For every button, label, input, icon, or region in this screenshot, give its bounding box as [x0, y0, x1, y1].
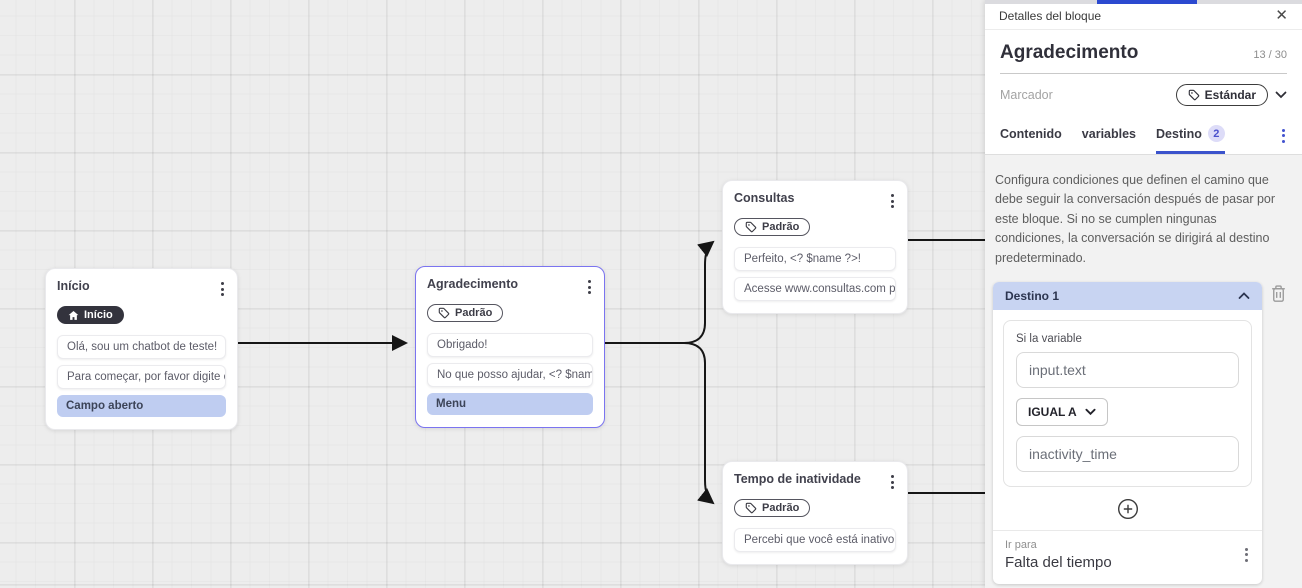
- node-menu-row[interactable]: Menu: [427, 393, 593, 415]
- destino-count-badge: 2: [1207, 125, 1225, 142]
- marker-label: Marcador: [1000, 88, 1053, 102]
- variable-input[interactable]: [1016, 351, 1239, 388]
- tab-destino[interactable]: Destino 2: [1156, 117, 1225, 154]
- node-message[interactable]: Obrigado!: [427, 333, 593, 357]
- node-title: Agradecimento: [427, 277, 518, 291]
- tag-icon: [745, 502, 757, 514]
- destination-description: Configura condiciones que definen el cam…: [995, 173, 1276, 265]
- delete-destination-button[interactable]: [1270, 282, 1290, 308]
- goto-row[interactable]: Ir para Falta del tiempo: [993, 531, 1262, 584]
- node-tempo-inatividade[interactable]: Tempo de inatividade Padrão Percebi que …: [722, 461, 908, 565]
- compare-value-input[interactable]: [1016, 435, 1239, 472]
- block-details-panel: Detalles del bloque ✕ Agradecimento 13 /…: [985, 0, 1302, 588]
- tab-contenido[interactable]: Contenido: [1000, 126, 1062, 141]
- node-agradecimento[interactable]: Agradecimento Padrão Obrigado! No que po…: [415, 266, 605, 428]
- close-icon[interactable]: ✕: [1275, 7, 1288, 24]
- chevron-up-icon[interactable]: [1238, 292, 1250, 300]
- trash-icon: [1272, 285, 1285, 302]
- block-name-field[interactable]: Agradecimento: [1000, 42, 1139, 63]
- condition-card: Si la variable IGUAL A: [1003, 319, 1252, 487]
- chevron-down-icon[interactable]: [1275, 91, 1287, 99]
- goto-kebab-icon[interactable]: [1243, 545, 1250, 565]
- scroll-thumb[interactable]: [1097, 0, 1197, 4]
- kebab-icon[interactable]: [889, 472, 896, 492]
- node-type-badge: Padrão: [734, 499, 811, 517]
- node-message[interactable]: Percebi que você está inativo. C...: [734, 528, 896, 552]
- kebab-icon[interactable]: [219, 279, 226, 299]
- kebab-icon[interactable]: [586, 277, 593, 297]
- operator-select[interactable]: IGUAL A: [1016, 397, 1108, 426]
- tag-icon: [745, 221, 757, 233]
- tabs-kebab-icon[interactable]: [1280, 126, 1287, 146]
- destination-card: Destino 1 Si la variable IGUAL A: [993, 281, 1262, 584]
- divider: [993, 529, 1262, 531]
- node-message[interactable]: Olá, sou um chatbot de teste!: [57, 334, 226, 359]
- node-title: Tempo de inatividade: [734, 472, 861, 486]
- panel-top-scroll-strip[interactable]: [985, 0, 1302, 4]
- marker-select[interactable]: Estándar: [1175, 84, 1268, 106]
- goto-label: Ir para: [1005, 538, 1037, 551]
- node-type-badge: Início: [57, 306, 124, 324]
- node-message[interactable]: Perfeito, <? $name ?>!: [734, 247, 896, 271]
- plus-circle-icon: [1117, 498, 1138, 519]
- node-message[interactable]: No que posso ajudar, <? $name ...: [427, 363, 593, 387]
- node-type-badge: Padrão: [734, 218, 811, 236]
- tag-icon: [438, 307, 450, 319]
- node-consultas[interactable]: Consultas Padrão Perfeito, <? $name ?>! …: [722, 180, 908, 314]
- condition-label: Si la variable: [1016, 332, 1082, 345]
- add-condition-button[interactable]: [1117, 498, 1139, 520]
- node-type-badge: Padrão: [427, 304, 504, 322]
- tab-variables[interactable]: variables: [1081, 126, 1137, 141]
- panel-tabs: Contenido variables Destino 2: [985, 117, 1302, 155]
- node-title: Consultas: [734, 191, 795, 205]
- node-open-field-row[interactable]: Campo aberto: [57, 394, 226, 417]
- panel-title: Detalles del bloque: [999, 8, 1102, 23]
- chevron-down-icon: [1085, 408, 1096, 416]
- node-message[interactable]: Para começar, por favor digite o ...: [57, 364, 226, 389]
- kebab-icon[interactable]: [889, 191, 896, 211]
- node-inicio[interactable]: Início Início Olá, sou um chatbot de tes…: [45, 268, 238, 430]
- goto-value: Falta del tiempo: [1005, 553, 1112, 571]
- destination-card-header[interactable]: Destino 1: [993, 281, 1262, 310]
- node-message[interactable]: Acesse www.consultas.com par...: [734, 277, 896, 301]
- node-title: Início: [57, 279, 90, 293]
- tag-icon: [1188, 89, 1199, 101]
- home-icon: [68, 310, 79, 320]
- char-counter: 13 / 30: [1253, 49, 1287, 61]
